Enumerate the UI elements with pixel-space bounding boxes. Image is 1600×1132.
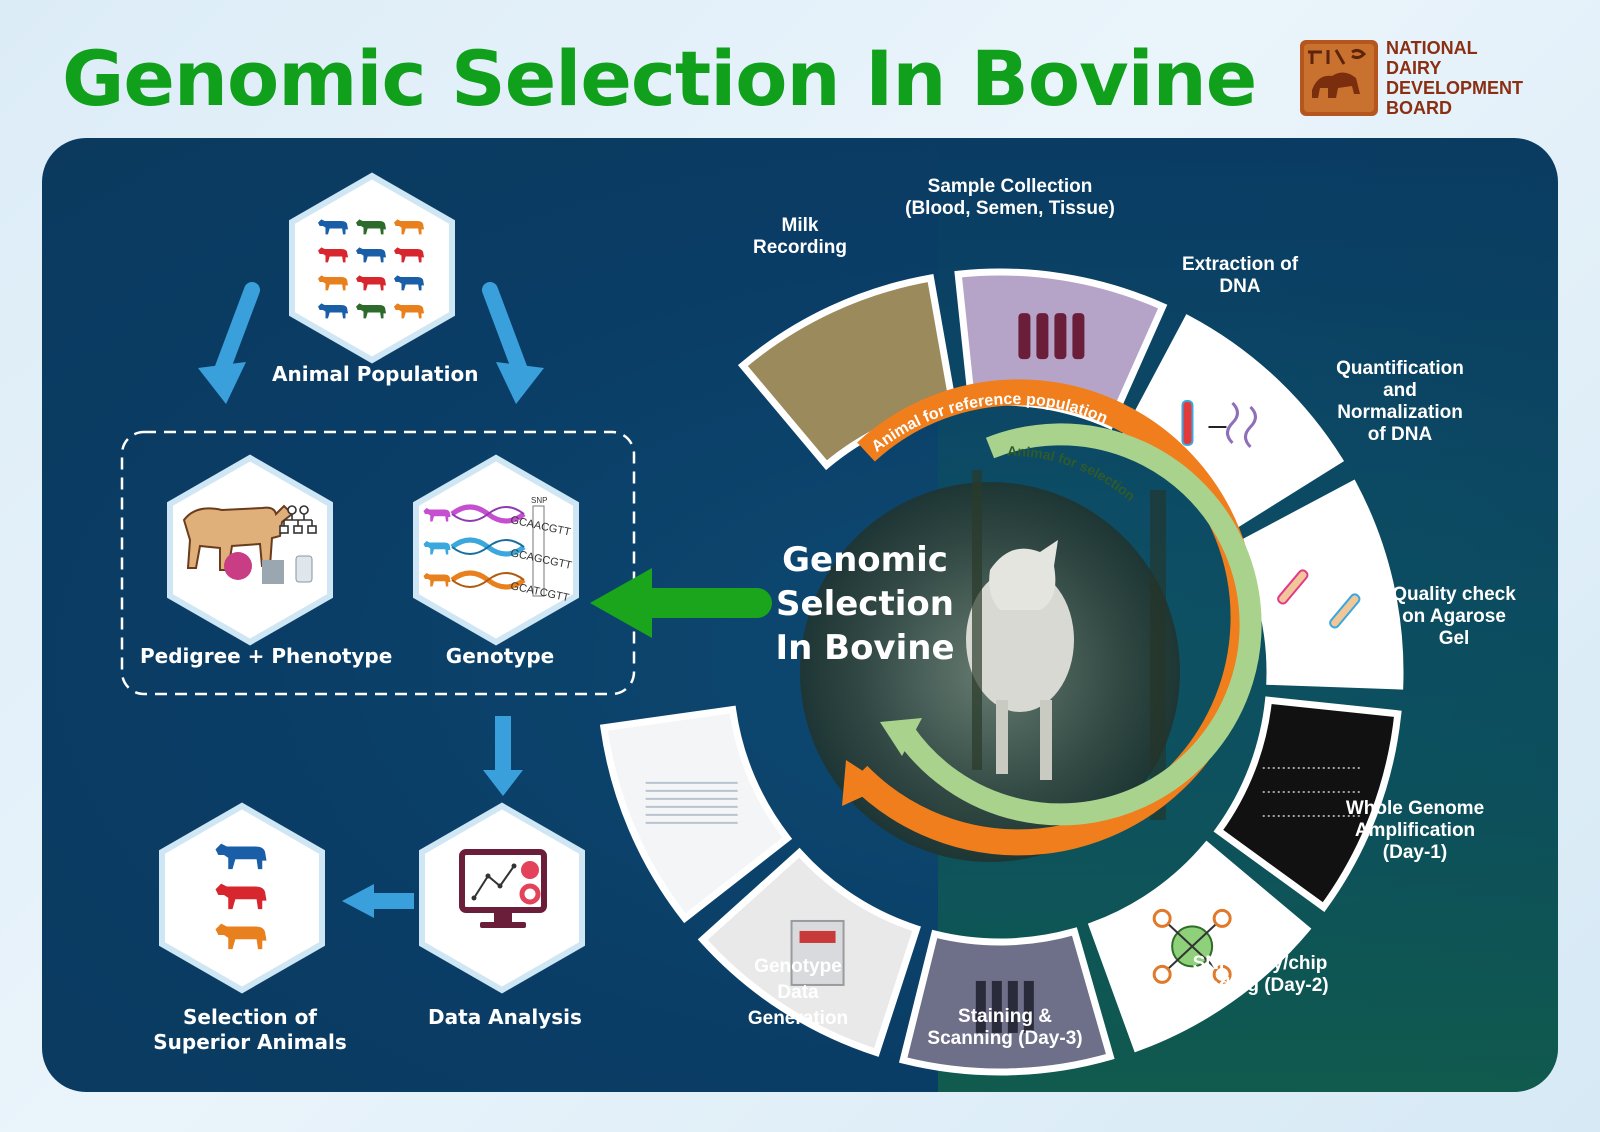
step-label-line: Data [777, 982, 819, 1003]
step-label-line: Recording [753, 237, 847, 258]
step-label-line: on Agarose [1402, 606, 1506, 627]
step-label-whole-genome: Whole Genome Amplification (Day-1) [1330, 798, 1500, 864]
step-label-line: Whole Genome [1345, 798, 1485, 819]
step-label-line: SNP array/chip [1192, 953, 1328, 974]
animal-population-node [289, 172, 455, 364]
step-label-line: Staining & [958, 1006, 1052, 1027]
step-label-line: Gel [1438, 628, 1470, 649]
selection-node [159, 802, 325, 994]
selection-label-line: Superior Animals [153, 1030, 347, 1054]
step-label-line: Scanning (Day-3) [927, 1028, 1083, 1049]
step-label-line: (Day-1) [1382, 842, 1448, 863]
big-green-arrow [590, 568, 772, 638]
snp-label: SNP [531, 496, 547, 505]
step-label-milk-recording: Milk Recording [730, 215, 870, 259]
nddb-seal-icon [1300, 40, 1378, 116]
genotype-node: SNP GCAACGTT GCAGCGTT GCATCGTT [413, 454, 579, 646]
step-label-line: Quality check [1392, 584, 1516, 605]
step-label-quantification: Quantification and Normalization of DNA [1320, 358, 1480, 446]
step-label-line: Genotype [754, 956, 842, 977]
logo-line: DAIRY [1386, 58, 1442, 78]
step-label-line: Amplification [1354, 820, 1476, 841]
flow-arrow-right [482, 282, 544, 404]
milking-cow-icon [182, 504, 313, 584]
step-label-snp-array: SNP array/chip loading (Day-2) [1170, 953, 1350, 997]
page-title: Genomic Selection In Bovine [62, 34, 1257, 123]
pedigree-phenotype-label: Pedigree + Phenotype [140, 644, 393, 668]
step-label-line: loading (Day-2) [1191, 975, 1329, 996]
logo-text: NATIONAL DAIRY DEVELOPMENT BOARD [1386, 38, 1523, 118]
logo-line: DEVELOPMENT [1386, 78, 1524, 98]
center-cow-photo [800, 470, 1180, 862]
step-label-line: Extraction of [1181, 254, 1299, 275]
monitor-chart-icon [459, 849, 547, 928]
step-label-line: (Blood, Semen, Tissue) [905, 198, 1115, 219]
scanner-photo [697, 847, 921, 1057]
pedigree-tree-icon [279, 505, 317, 534]
inner-arc-green [880, 423, 1262, 826]
selection-label-line: Selection of [182, 1005, 318, 1029]
step-label-line: Normalization [1337, 402, 1463, 423]
step-label-line: Sample Collection [927, 176, 1093, 197]
step-label-genotype-data: Genotype Data Generation [728, 954, 868, 1032]
dashed-group-box [120, 430, 636, 696]
flow-arrow-down [483, 716, 523, 796]
snp-chip-photo [898, 927, 1115, 1076]
data-analysis-label: Data Analysis [428, 1005, 582, 1029]
step-label-dna-extraction: Extraction of DNA [1160, 254, 1320, 298]
step-label-line: of DNA [1367, 424, 1433, 445]
agarose-gel-photo [1213, 696, 1402, 913]
genome-amplification-icon [1087, 840, 1312, 1053]
data-analysis-node [419, 802, 585, 994]
logo-line: BOARD [1386, 98, 1452, 118]
step-label-line: and [1383, 380, 1417, 401]
step-label-line: Generation [747, 1008, 849, 1029]
dna-quantification-icon [1233, 479, 1404, 690]
step-label-sample-collection: Sample Collection (Blood, Semen, Tissue) [890, 176, 1130, 220]
pedigree-phenotype-node [167, 454, 333, 646]
selection-label: Selection of Superior Animals [150, 1005, 350, 1055]
nddb-logo: NATIONAL DAIRY DEVELOPMENT BOARD [1298, 38, 1538, 122]
step-label-line: Quantification [1336, 358, 1464, 379]
center-title-line: Selection [776, 584, 954, 624]
step-label-line: Milk [781, 215, 819, 236]
wheel-center-title: Genomic Selection In Bovine [770, 538, 960, 670]
animal-population-label: Animal Population [272, 362, 479, 386]
genotype-label: Genotype [445, 644, 555, 668]
flow-arrow-left [198, 282, 260, 404]
genotype-data-screen [599, 705, 793, 924]
step-label-line: DNA [1219, 276, 1261, 297]
center-title-line: Genomic [782, 540, 948, 580]
step-label-staining: Staining & Scanning (Day-3) [910, 1006, 1100, 1050]
milk-recording-photo [737, 274, 958, 471]
logo-line: NATIONAL [1386, 38, 1478, 58]
wheel-step-tiles [599, 268, 1404, 1076]
step-label-quality-check: Quality check on Agarose Gel [1374, 584, 1534, 650]
flow-arrow-left-horizontal [342, 884, 414, 918]
center-title-line: In Bovine [775, 628, 955, 668]
